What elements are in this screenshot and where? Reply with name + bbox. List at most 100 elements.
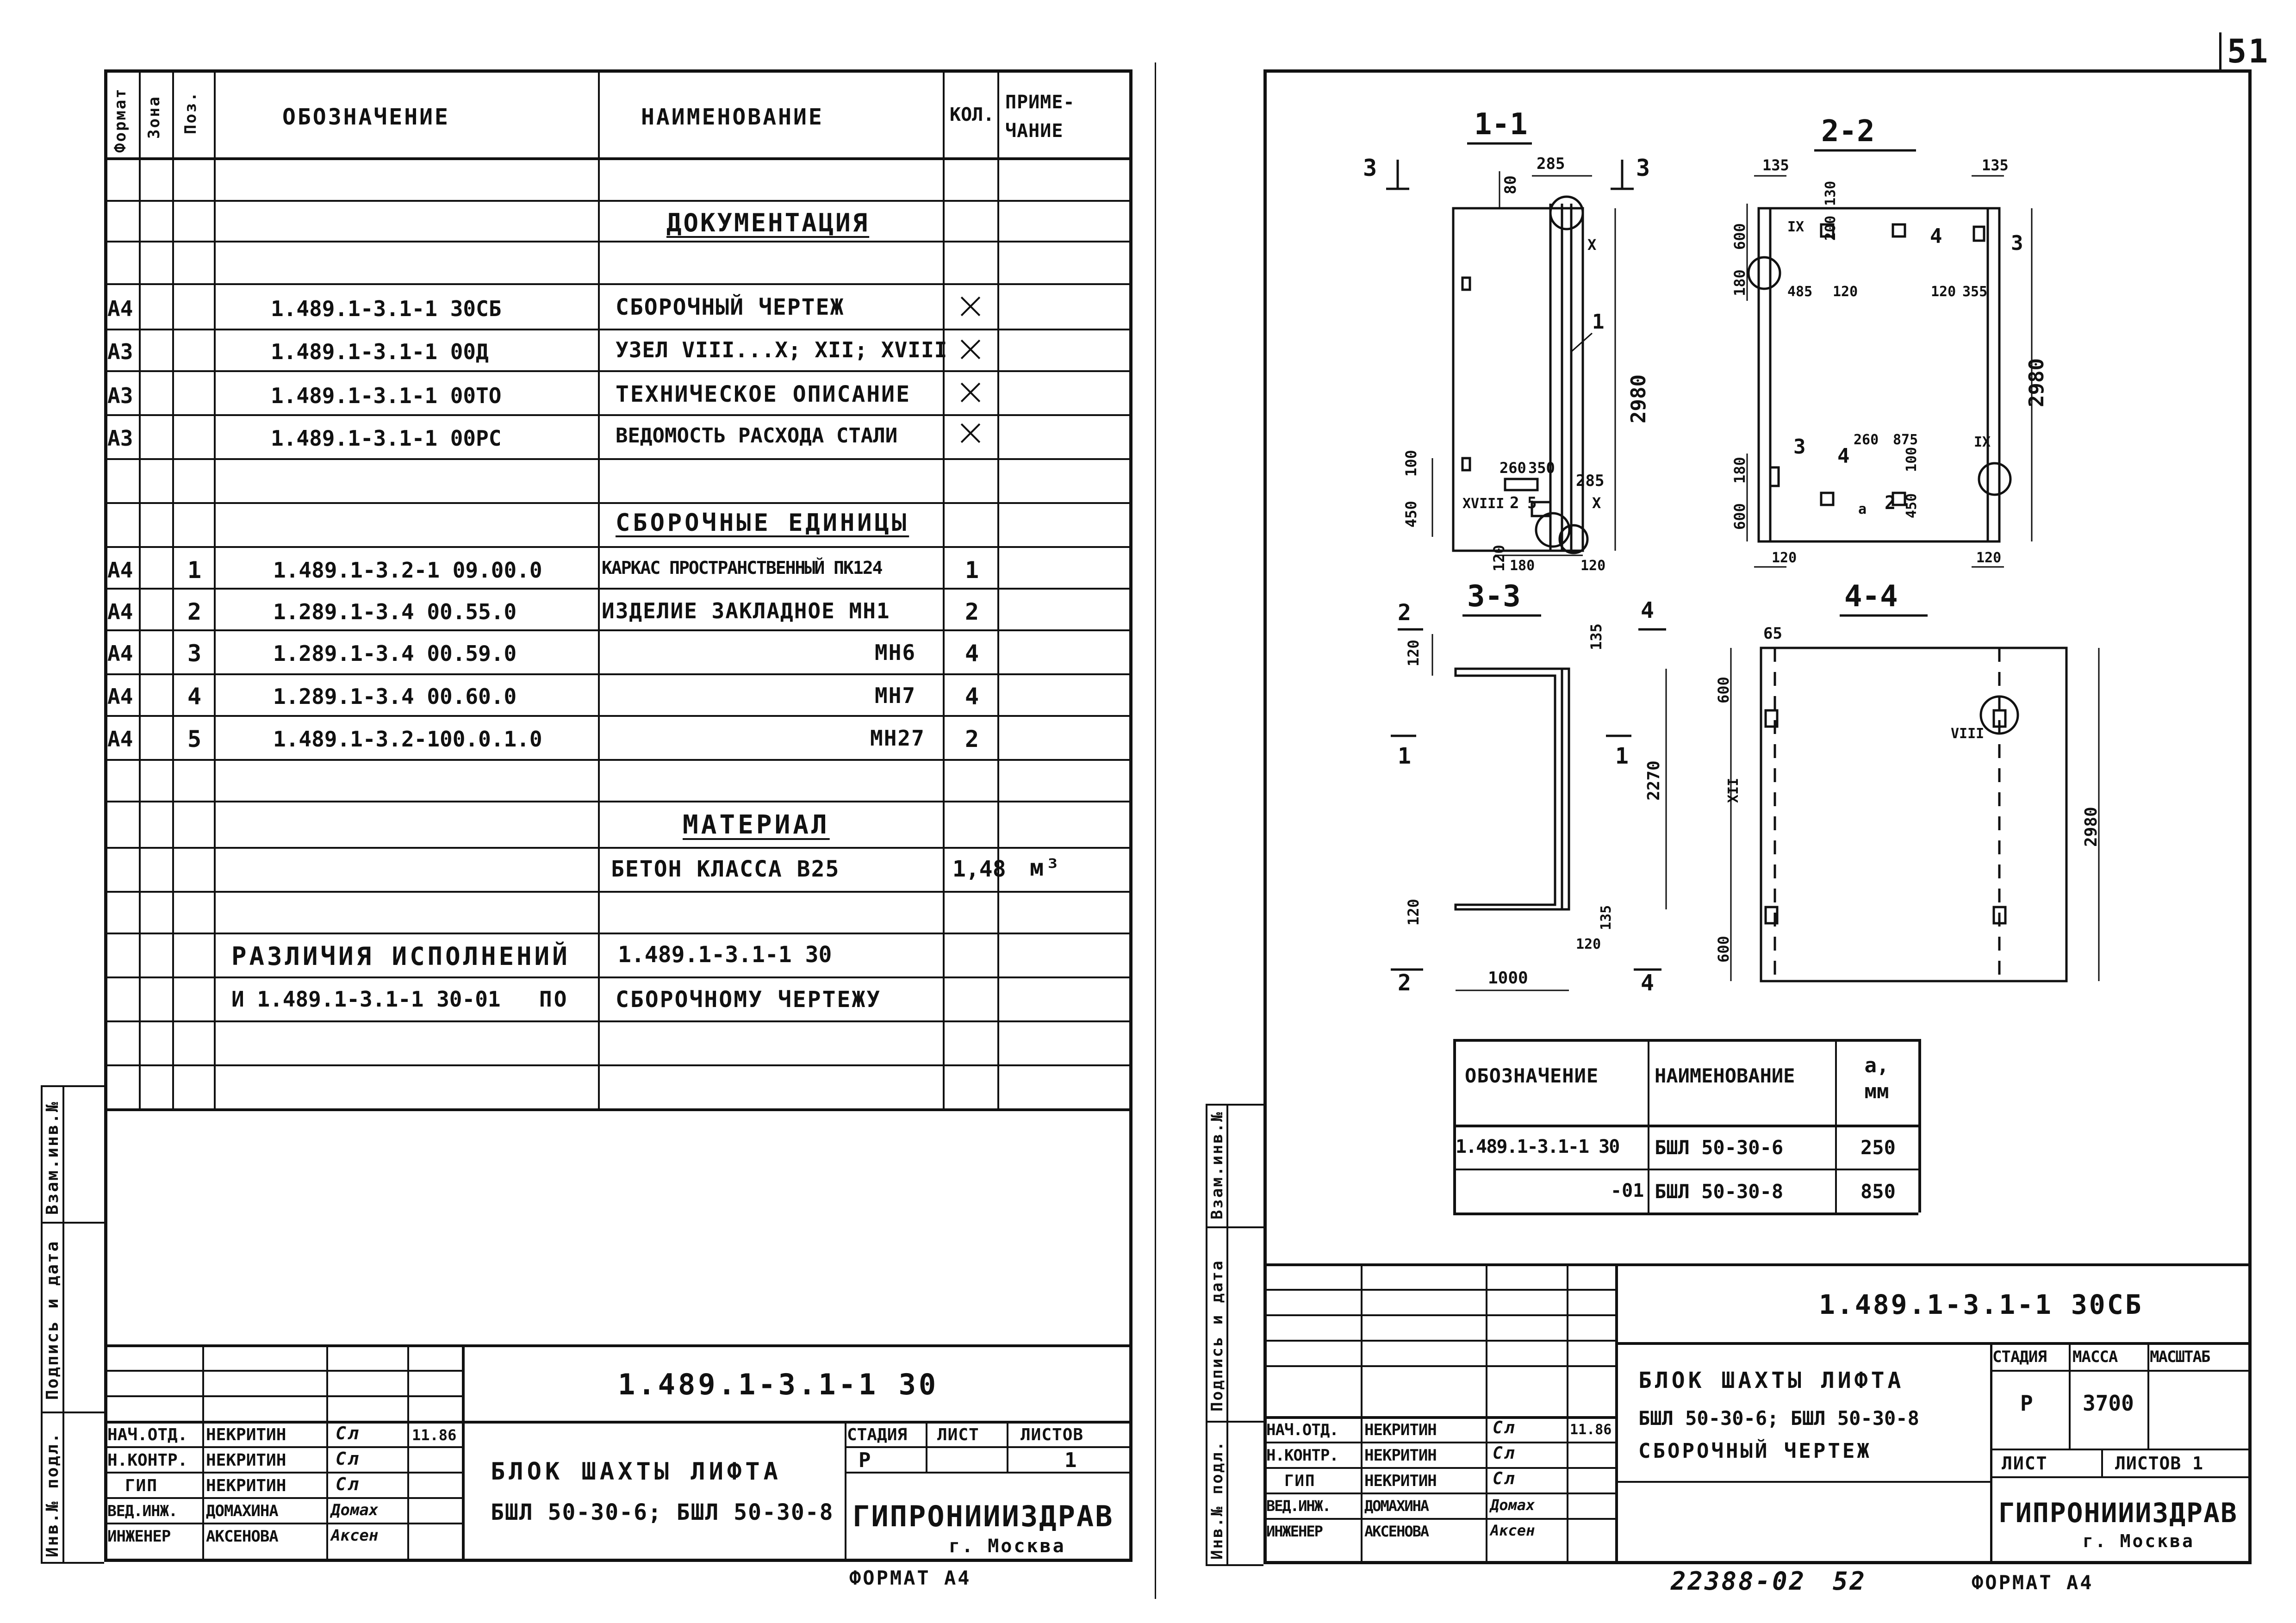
svg-text:1000: 1000 (1488, 969, 1528, 988)
svg-text:120: 120 (1772, 550, 1797, 566)
right-side-label-sign: Подпись и дата (1208, 1259, 1226, 1412)
left-stage-label: Стадия (847, 1425, 908, 1444)
svg-text:3: 3 (1636, 155, 1650, 181)
svg-text:100: 100 (1402, 450, 1420, 477)
label-2-2: 2-2 (1821, 114, 1875, 149)
svg-text:450: 450 (1904, 493, 1920, 518)
svg-text:2980: 2980 (2025, 358, 2048, 407)
spec-sheet (104, 69, 1132, 1562)
svg-text:5: 5 (1527, 494, 1537, 512)
svg-text:2980: 2980 (1627, 374, 1650, 423)
svg-text:285: 285 (1576, 472, 1604, 490)
svg-text:2: 2 (1510, 494, 1519, 512)
svg-text:4: 4 (1641, 597, 1654, 623)
right-sheets-label: Листов 1 (2115, 1453, 2204, 1474)
diff-line1-b: 1.489.1-3.1-1 30 (618, 942, 832, 968)
diff-line2-mid: по (539, 987, 569, 1012)
left-format: Формат А4 (849, 1567, 971, 1589)
right-side-label-inv: Инв.№ подл. (1208, 1440, 1226, 1560)
svg-text:130: 130 (1823, 181, 1839, 206)
svg-text:135: 135 (1982, 156, 2009, 174)
svg-text:3: 3 (1363, 155, 1377, 181)
svg-text:135: 135 (1598, 905, 1614, 930)
svg-text:200: 200 (1823, 216, 1839, 241)
right-mass: 3700 (2083, 1391, 2134, 1416)
svg-text:а: а (1858, 501, 1867, 517)
svg-text:355: 355 (1962, 284, 1987, 300)
right-sheet-label: Лист (2002, 1453, 2048, 1474)
label-3-3: 3-3 (1467, 579, 1521, 614)
svg-text:350: 350 (1528, 459, 1555, 477)
svg-text:3: 3 (2011, 231, 2023, 255)
right-title-1: Блок шахты лифта (1638, 1368, 1904, 1393)
svg-text:IX: IX (1787, 219, 1804, 235)
svg-text:600: 600 (1731, 503, 1748, 530)
svg-text:285: 285 (1537, 155, 1565, 173)
diff-line1-a: Различия исполнений (231, 942, 570, 971)
svg-text:120: 120 (1405, 899, 1422, 926)
svg-text:600: 600 (1715, 677, 1732, 703)
svg-text:X: X (1587, 236, 1596, 254)
svg-text:2: 2 (1398, 970, 1411, 996)
svg-text:180: 180 (1731, 457, 1748, 484)
right-stage-label: Стадия (1992, 1348, 2047, 1366)
svg-text:120: 120 (1580, 558, 1605, 574)
svg-text:3: 3 (1793, 435, 1806, 459)
bottom-page: 52 (1833, 1567, 1867, 1596)
svg-text:120: 120 (1405, 640, 1422, 666)
svg-text:260: 260 (1500, 459, 1526, 477)
left-city: г. Москва (949, 1536, 1066, 1557)
svg-text:VIII: VIII (1951, 726, 1984, 742)
section-material: Материал (683, 810, 830, 840)
section-4-4: 4-4 65 600 2980 600 VIII XII (1715, 579, 2101, 983)
svg-text:2270: 2270 (1644, 760, 1663, 801)
right-mass-label: Масса (2072, 1348, 2118, 1366)
svg-text:260: 260 (1854, 432, 1879, 448)
label-1-1: 1-1 (1474, 107, 1528, 142)
svg-text:180: 180 (1510, 558, 1535, 574)
svg-text:X: X (1592, 494, 1601, 512)
svg-text:2980: 2980 (2082, 807, 2101, 847)
svg-text:80: 80 (1501, 175, 1520, 194)
diff-line2-b: сборочному чертежу (616, 987, 882, 1013)
header-designation: Обозначение (282, 104, 450, 130)
svg-text:1: 1 (1592, 310, 1605, 334)
header-qty: Кол. (950, 104, 995, 125)
svg-text:65: 65 (1763, 624, 1782, 643)
svg-text:135: 135 (1762, 156, 1789, 174)
section-documentation: Документация (666, 208, 870, 237)
right-stage: Р (2020, 1391, 2035, 1416)
left-title-2: БШЛ 50-30-6; БШЛ 50-30-8 (491, 1499, 834, 1525)
svg-text:4: 4 (1930, 224, 1942, 248)
right-doc-code: 1.489.1-3.1-1 30СБ (1819, 1289, 2143, 1320)
left-stage: Р (859, 1449, 873, 1472)
svg-text:XVIII: XVIII (1462, 496, 1504, 512)
svg-text:180: 180 (1731, 269, 1748, 296)
bottom-code: 22388-02 (1671, 1567, 1806, 1596)
right-scale-label: Масштаб (2150, 1348, 2210, 1366)
svg-text:120: 120 (1576, 936, 1601, 952)
svg-text:600: 600 (1715, 936, 1732, 963)
label-4-4: 4-4 (1844, 579, 1898, 614)
svg-text:120: 120 (1931, 284, 1956, 300)
svg-text:875: 875 (1893, 432, 1918, 448)
left-title-1: Блок шахты лифта (491, 1458, 782, 1486)
section-assembly-units: Сборочные единицы (616, 509, 909, 537)
svg-text:1: 1 (1398, 743, 1411, 769)
left-sheets: 1 (1064, 1449, 1079, 1472)
svg-text:600: 600 (1731, 223, 1748, 250)
left-sheet-label: Лист (937, 1425, 979, 1444)
svg-text:450: 450 (1402, 501, 1420, 528)
svg-text:120: 120 (1833, 284, 1858, 300)
diff-line2-a: и 1.489.1-3.1-1 30-01 (231, 987, 501, 1012)
page-number: 51 (2227, 32, 2270, 70)
right-title-3: Сборочный чертеж (1638, 1439, 1872, 1463)
svg-text:IX: IX (1974, 434, 1991, 450)
svg-text:120: 120 (1490, 545, 1508, 572)
svg-text:2: 2 (1885, 492, 1896, 514)
svg-text:100: 100 (1904, 447, 1920, 472)
section-3-3: 3-3 120 135 2270 120 135 120 1000 2 2 4 … (1391, 579, 1667, 996)
right-side-label-replace: Взам.инв.№ (1208, 1111, 1226, 1219)
svg-text:2: 2 (1398, 600, 1411, 626)
